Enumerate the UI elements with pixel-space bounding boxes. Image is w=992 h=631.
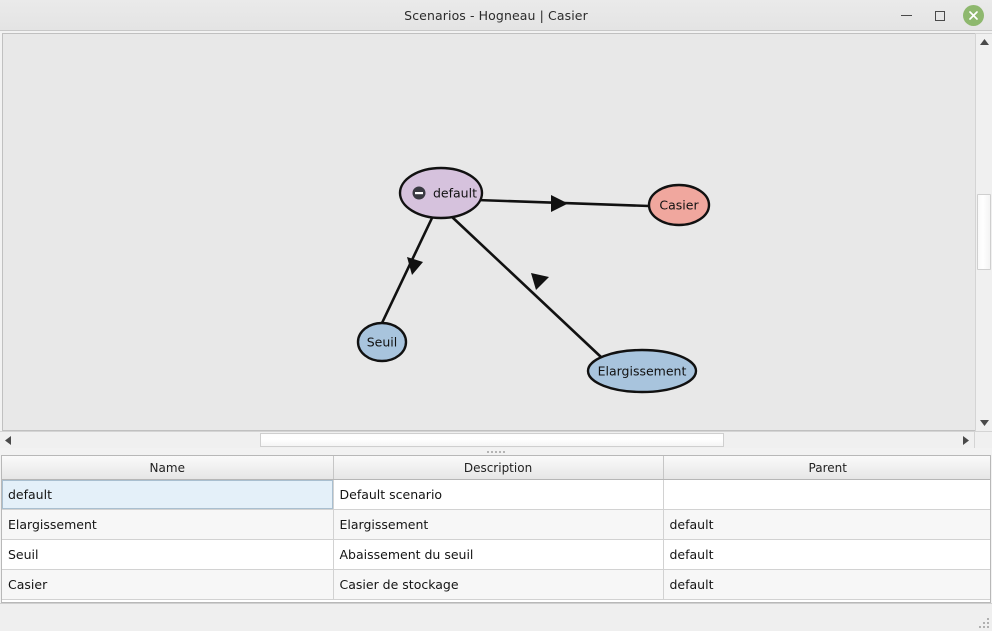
status-bar [0, 603, 992, 631]
collapse-icon-bar [415, 192, 423, 195]
graph-node-elargissement-label: Elargissement [598, 364, 687, 379]
scroll-left-icon[interactable] [0, 432, 16, 448]
table-header-row: Name Description Parent [2, 456, 990, 480]
scenarios-table: Name Description Parent default Default … [2, 456, 990, 600]
column-header-description[interactable]: Description [333, 456, 664, 480]
horizontal-scrollbar-thumb[interactable] [260, 433, 724, 447]
splitter-grip-icon [487, 450, 505, 453]
cell-parent[interactable] [663, 479, 990, 510]
column-header-parent[interactable]: Parent [663, 456, 990, 480]
edge-default-seuil [380, 217, 434, 324]
edge-default-elargissement [450, 215, 602, 358]
table-row[interactable]: default Default scenario [2, 479, 990, 510]
scroll-up-icon[interactable] [976, 34, 992, 50]
cell-description[interactable]: Default scenario [333, 479, 664, 510]
window-controls [895, 0, 984, 31]
cell-name[interactable]: Seuil [2, 539, 334, 570]
horizontal-scrollbar-row [0, 431, 992, 448]
minimize-icon[interactable] [895, 5, 917, 27]
graph-node-seuil-label: Seuil [367, 335, 398, 350]
scroll-down-icon[interactable] [976, 415, 992, 431]
cell-name[interactable]: default [2, 479, 334, 510]
graph-node-casier-label: Casier [659, 198, 699, 213]
table-row[interactable]: Casier Casier de stockage default [2, 569, 990, 600]
cell-parent[interactable]: default [663, 509, 990, 540]
graph-node-default[interactable]: default [398, 166, 484, 220]
graph-node-seuil[interactable]: Seuil [356, 321, 408, 363]
graph-svg: default Casier Seuil Elarg [356, 166, 711, 394]
column-header-name[interactable]: Name [2, 456, 334, 480]
graph-nodes: default Casier Seuil Elarg [356, 166, 711, 394]
graph-node-default-label: default [433, 186, 477, 201]
cell-description[interactable]: Casier de stockage [333, 569, 664, 600]
graph-node-casier[interactable]: Casier [647, 183, 711, 227]
splitter-handle[interactable] [0, 448, 992, 455]
title-bar: Scenarios - Hogneau | Casier [0, 0, 992, 31]
cell-description[interactable]: Abaissement du seuil [333, 539, 664, 570]
horizontal-scrollbar[interactable] [0, 432, 975, 448]
edge-default-casier [476, 195, 650, 212]
cell-name[interactable]: Elargissement [2, 509, 334, 540]
cell-parent[interactable]: default [663, 539, 990, 570]
graph-area: default Casier Seuil Elarg [0, 31, 992, 431]
cell-parent[interactable]: default [663, 569, 990, 600]
resize-grip-icon[interactable] [977, 616, 989, 628]
scrollbar-corner [975, 432, 992, 448]
vertical-scrollbar-thumb[interactable] [977, 194, 991, 270]
table-row[interactable]: Seuil Abaissement du seuil default [2, 539, 990, 570]
window-title: Scenarios - Hogneau | Casier [404, 7, 588, 23]
cell-name[interactable]: Casier [2, 569, 334, 600]
scenarios-table-container: Name Description Parent default Default … [1, 455, 991, 603]
cell-description[interactable]: Elargissement [333, 509, 664, 540]
table-body: default Default scenario Elargissement E… [2, 479, 990, 600]
scenario-graph-canvas[interactable]: default Casier Seuil Elarg [2, 33, 975, 431]
graph-node-elargissement[interactable]: Elargissement [586, 348, 698, 394]
vertical-scrollbar[interactable] [975, 33, 992, 431]
graph-edges [380, 195, 650, 358]
table-empty-area[interactable] [2, 600, 990, 603]
close-icon[interactable] [963, 5, 984, 26]
scroll-right-icon[interactable] [958, 432, 974, 448]
table-row[interactable]: Elargissement Elargissement default [2, 509, 990, 540]
maximize-icon[interactable] [929, 5, 951, 27]
